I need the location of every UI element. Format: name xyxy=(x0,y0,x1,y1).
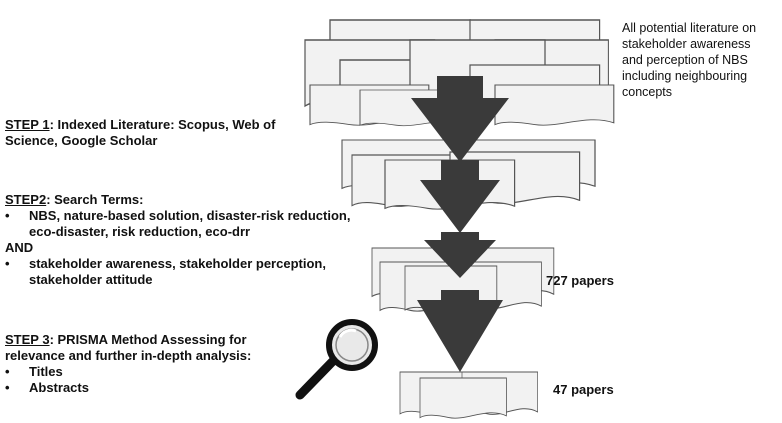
funnel-arrows xyxy=(411,76,509,372)
step3-item-label: Titles xyxy=(29,364,63,379)
step1-text: STEP 1: Indexed Literature: Scopus, Web … xyxy=(5,117,275,149)
step3-text: STEP 3: PRISMA Method Assessing for rele… xyxy=(5,332,251,396)
step2-bullet-1-line: NBS, nature-based solution, disaster-ris… xyxy=(29,208,351,223)
step1-label: STEP 1 xyxy=(5,117,50,132)
step2-bullet-2-line: stakeholder awareness, stakeholder perce… xyxy=(29,256,326,271)
step3-line2: relevance and further in-depth analysis: xyxy=(5,348,252,363)
step3-item: • Titles xyxy=(5,364,251,380)
top-note-line: stakeholder awareness xyxy=(622,37,751,51)
step3-item-label: Abstracts xyxy=(29,380,89,395)
step2-bullet-2: • stakeholder awareness, stakeholder per… xyxy=(5,256,365,288)
step2-bullet-1-line: eco-disaster, risk reduction, eco-drr xyxy=(29,224,251,239)
step1-line2: Science, Google Scholar xyxy=(5,133,158,148)
top-note: All potential literature on stakeholder … xyxy=(622,20,756,100)
literature-pile-tiny xyxy=(399,371,539,419)
arrow-3 xyxy=(424,232,496,278)
count-727: 727 papers xyxy=(546,273,614,288)
top-note-line: including neighbouring xyxy=(622,69,748,83)
bullet-glyph: • xyxy=(5,256,10,271)
step3-item: • Abstracts xyxy=(5,380,251,396)
bullet-glyph: • xyxy=(5,364,10,379)
top-note-line: concepts xyxy=(622,85,673,99)
step3-title: : PRISMA Method Assessing for xyxy=(49,332,247,347)
step1-title: : Indexed Literature: Scopus, Web of xyxy=(49,117,276,132)
count-47: 47 papers xyxy=(553,382,614,397)
step2-text: STEP2: Search Terms: • NBS, nature-based… xyxy=(5,192,365,288)
step2-label: STEP2 xyxy=(5,192,47,207)
bullet-glyph: • xyxy=(5,380,10,395)
arrow-2 xyxy=(420,160,500,233)
arrow-1 xyxy=(411,76,509,162)
step2-bullet-1: • NBS, nature-based solution, disaster-r… xyxy=(5,208,365,240)
top-note-line: All potential literature on xyxy=(622,21,757,35)
top-note-line: and perception of NBS xyxy=(622,53,748,67)
step2-bullet-2-line: stakeholder attitude xyxy=(29,272,153,287)
bullet-glyph: • xyxy=(5,208,10,223)
step2-and: AND xyxy=(5,240,34,255)
step2-title: : Search Terms: xyxy=(46,192,144,207)
step3-label: STEP 3 xyxy=(5,332,50,347)
arrow-4 xyxy=(417,290,503,372)
magnifier-icon xyxy=(295,319,378,400)
